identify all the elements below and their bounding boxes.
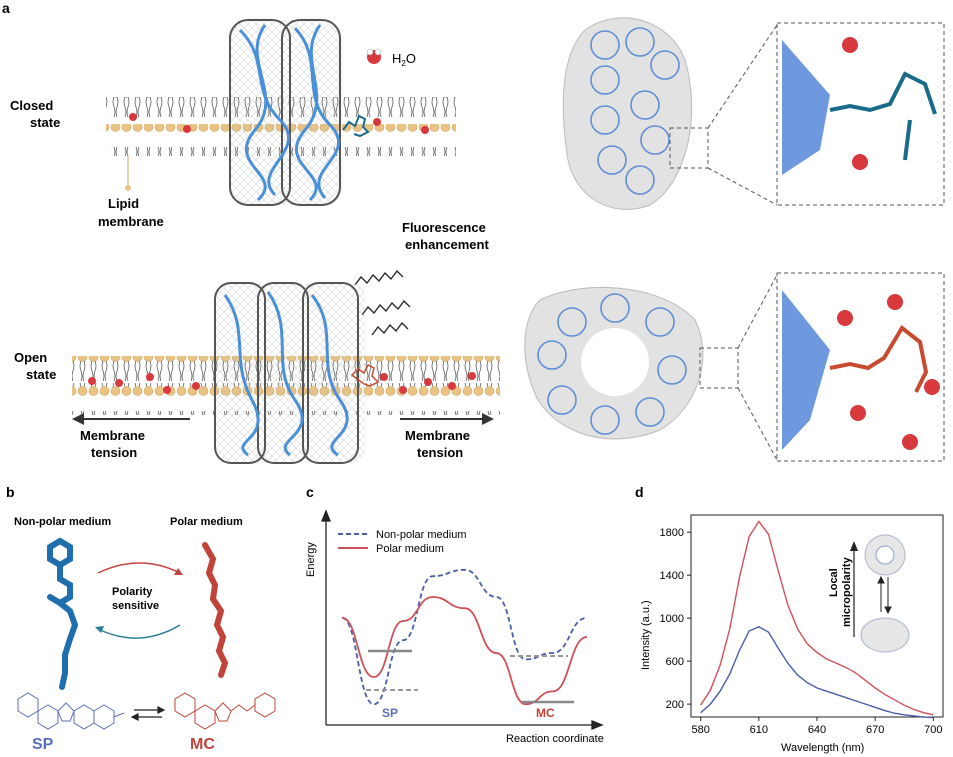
y-tick-label: 600	[666, 656, 684, 668]
x-tick-label: 700	[924, 724, 942, 736]
panel-c-legend: Non-polar medium Polar medium	[338, 529, 466, 555]
water-molecules-open	[88, 372, 476, 394]
panel-c-label: c	[306, 484, 314, 500]
panel-d-label: d	[635, 484, 644, 500]
open-zoom-lines	[699, 272, 945, 462]
panel-d: d Intensity (a.u.) Wavelength (nm) 580 61…	[635, 484, 944, 754]
inset-pore-closed	[860, 617, 910, 653]
panel-d-plot	[700, 520, 934, 719]
equilibrium-arrows	[130, 706, 166, 721]
closed-pore-topview	[562, 17, 693, 210]
mc-label: MC	[190, 736, 215, 753]
open-pore-topview	[524, 287, 704, 440]
y-tick-label: 1800	[660, 527, 684, 539]
closed-zoom-lines	[669, 22, 945, 206]
polar-medium-label: Polar medium	[170, 516, 243, 528]
panel-c-axes	[321, 509, 604, 730]
panel-c-xlabel: Reaction coordinate	[506, 733, 604, 745]
closed-nanopore	[229, 19, 341, 206]
x-tick-label: 610	[750, 724, 768, 736]
y-tick-label: 1000	[660, 613, 684, 625]
panel-d-xlabel: Wavelength (nm)	[781, 742, 864, 754]
panel-d-ticks: 580 610 640 670 700 200 600 1000 1400 1800	[660, 527, 943, 736]
open-nanopore	[214, 282, 365, 464]
closed-zoom-detail	[782, 37, 937, 175]
mc-molecule-3d	[202, 542, 229, 678]
svg-text:H2O: H2O	[392, 51, 416, 68]
open-dye	[350, 363, 380, 387]
closed-dye	[342, 114, 370, 138]
arrow-bottom	[95, 624, 181, 639]
panel-c-sp: SP	[382, 706, 398, 720]
tension-arrow-left	[72, 413, 190, 425]
spectrum-closed	[700, 625, 934, 719]
inset-arrows	[877, 575, 892, 615]
panel-b-label: b	[6, 484, 15, 500]
spectrum-open	[700, 520, 934, 716]
legend-polar: Polar medium	[376, 543, 444, 555]
panel-c-plot	[341, 568, 588, 706]
sp-label: SP	[32, 736, 54, 753]
panel-c-mc: MC	[536, 706, 555, 720]
sp-structure	[17, 692, 125, 730]
y-tick-label: 1400	[660, 570, 684, 582]
y-tick-label: 200	[666, 699, 684, 711]
panel-a-label: a	[2, 0, 10, 16]
tension-arrow-right	[400, 413, 494, 425]
inset-pore-open	[864, 534, 906, 576]
energy-curve-nonpolar	[341, 568, 588, 706]
sp-molecule-3d	[47, 537, 79, 690]
micropolarity-label: Localmicropolarity	[828, 556, 853, 627]
x-tick-label: 580	[692, 724, 710, 736]
panel-c: c Energy Reaction coordinate Non-polar m…	[305, 484, 604, 745]
water-legend: H2O	[366, 48, 416, 68]
panel-b: b Non-polar medium Polar medium Polarity…	[6, 484, 276, 753]
fluorescence-icon	[354, 270, 411, 336]
open-zoom-detail	[782, 290, 940, 450]
micropolarity-arrow	[850, 541, 858, 637]
panel-c-ylabel: Energy	[305, 542, 317, 577]
panel-d-frame	[690, 514, 944, 718]
arrow-top	[97, 562, 183, 575]
legend-nonpolar: Non-polar medium	[376, 529, 466, 541]
energy-curve-polar	[341, 596, 588, 706]
x-tick-label: 670	[866, 724, 884, 736]
mc-structure	[174, 692, 276, 730]
x-tick-label: 640	[808, 724, 826, 736]
water-molecules-closed	[129, 113, 429, 134]
nonpolar-medium-label: Non-polar medium	[14, 516, 111, 528]
panel-d-ylabel: Intensity (a.u.)	[640, 600, 652, 670]
